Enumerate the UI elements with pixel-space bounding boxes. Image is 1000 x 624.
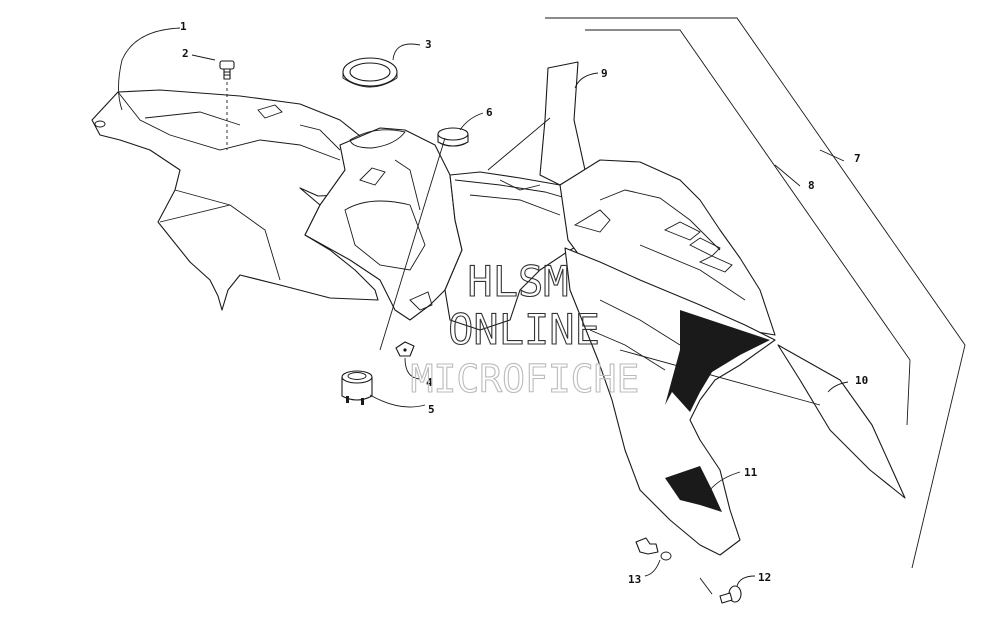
clip-part-4: [395, 341, 415, 357]
watermark-line-1: HLSM: [467, 257, 568, 306]
screw-part-2: [219, 60, 235, 150]
callout-11: 11: [744, 466, 758, 479]
callout-12: 12: [758, 571, 771, 584]
callout-10: 10: [855, 374, 868, 387]
gasket-ring-part-3: [342, 57, 398, 88]
deflector-fin-part-9: [539, 61, 586, 186]
leader-lines: [118, 27, 849, 587]
callout-4: 4: [426, 376, 433, 389]
spring-clip-part-13: [635, 537, 672, 561]
console-cover-part-1: [91, 89, 379, 311]
callout-6: 6: [486, 106, 493, 119]
side-panel-part-10: [777, 344, 906, 499]
lower-side-panel-part-11: [564, 247, 776, 556]
callout-8: 8: [808, 179, 815, 192]
decal-upper: [665, 310, 770, 412]
center-cowl: [304, 127, 463, 321]
callout-3: 3: [425, 38, 432, 51]
fuel-cap-part-6: [437, 127, 469, 147]
callout-5: 5: [428, 403, 435, 416]
watermark-line-3: MICROFICHE: [411, 357, 640, 401]
callout-1: 1: [180, 20, 187, 33]
decal-lower: [665, 466, 722, 512]
callout-9: 9: [601, 67, 608, 80]
watermark-line-2: ONLINE: [448, 305, 600, 354]
callout-7: 7: [854, 152, 861, 165]
side-panel-outline-8: [585, 29, 911, 426]
callout-2: 2: [182, 47, 189, 60]
callout-13: 13: [628, 573, 641, 586]
ignition-switch-part-5: [341, 370, 373, 405]
side-panel-outline-7: [545, 17, 966, 569]
fastener-part-12: [699, 577, 742, 604]
